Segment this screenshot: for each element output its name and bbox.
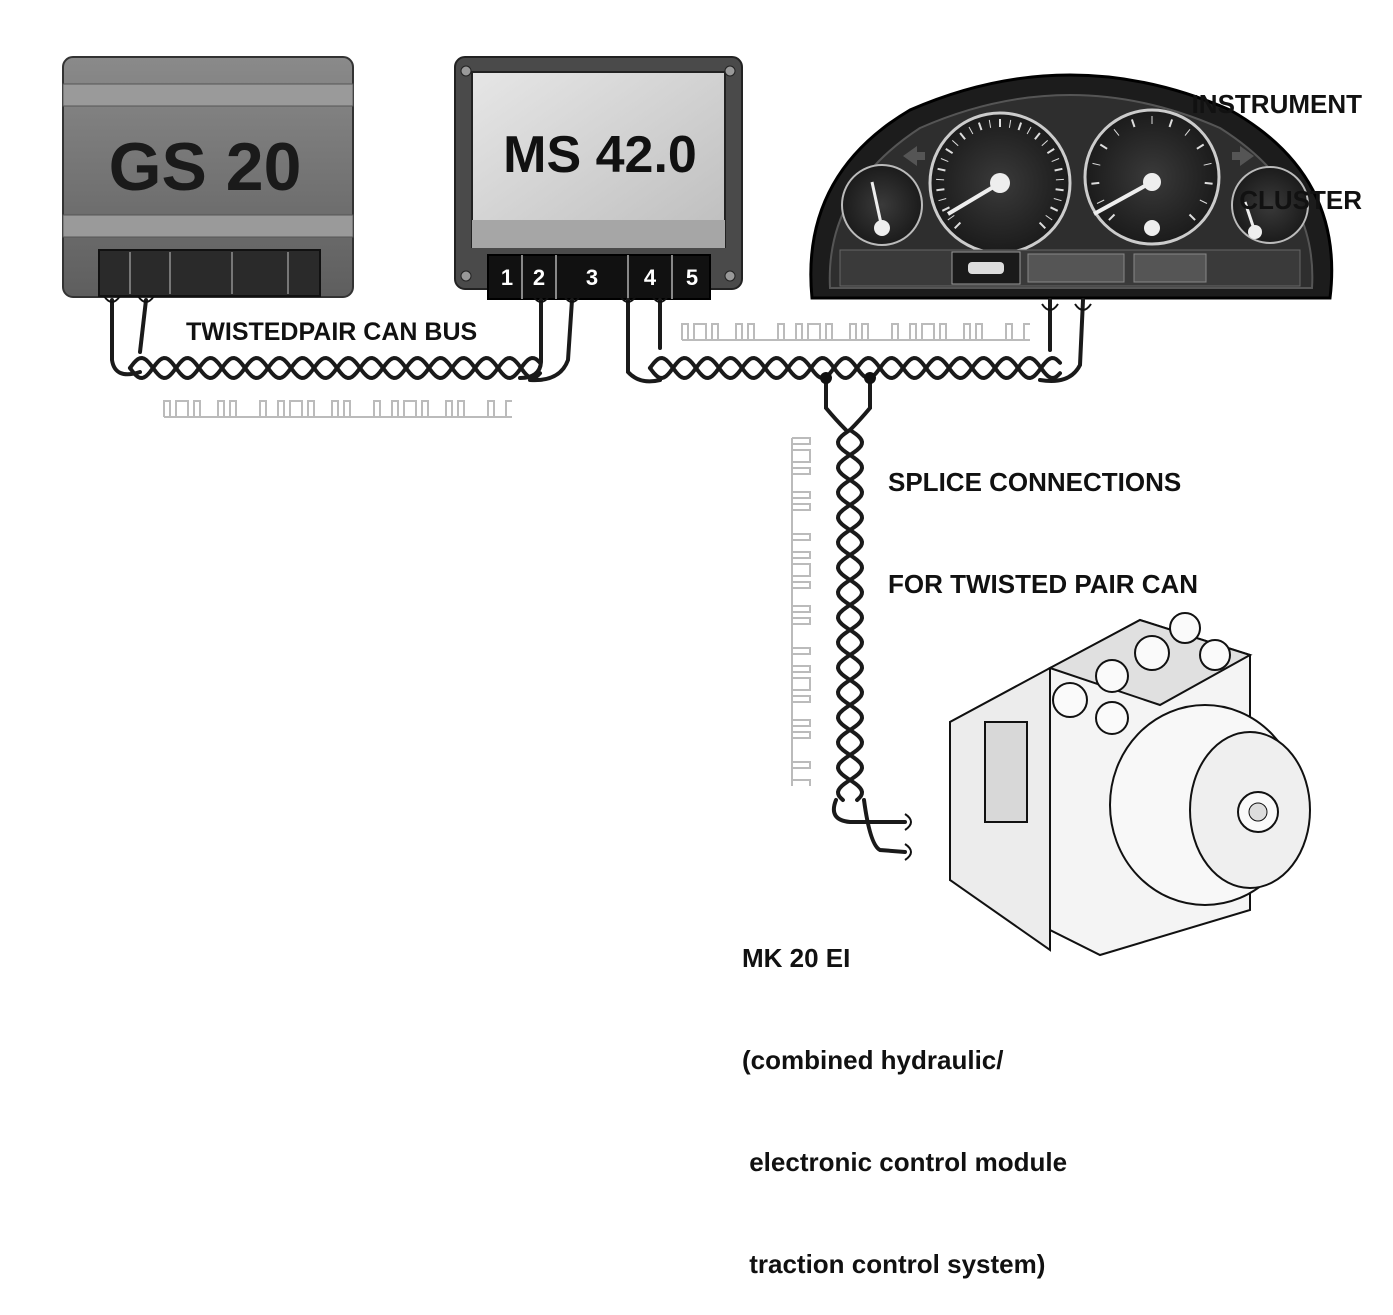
gauge-tick (1054, 167, 1063, 172)
ms420-pin-4: 4 (644, 265, 657, 290)
gauge-tick (1091, 181, 1100, 185)
gauge-tick (959, 132, 966, 140)
can-bus-wiring (110, 298, 1085, 854)
gauge-tick (940, 158, 949, 163)
gauge-tick (951, 140, 959, 147)
ms420-label: MS 42.0 (503, 126, 697, 184)
cluster-title-line2: CLUSTER (1239, 185, 1362, 215)
gauge-tick (941, 206, 950, 212)
gauge-tick (1008, 119, 1012, 128)
gauge-tick (1053, 198, 1062, 202)
turn-right-icon (1232, 146, 1254, 166)
gauge-tick (988, 119, 992, 128)
can-signal-pattern-left (163, 400, 512, 418)
gauge-tick (1017, 122, 1023, 131)
gauge-tick (1188, 213, 1196, 221)
gauge-tick (1045, 214, 1053, 221)
gauge-tick (936, 188, 945, 192)
gauge-tick (1055, 178, 1064, 181)
pump-motor (1109, 704, 1311, 906)
turn-left-icon (903, 146, 925, 166)
ms420-connector: 1 2 3 4 5 (487, 254, 711, 300)
can-signal-pattern-right (681, 323, 1030, 341)
gauge-tick (1055, 188, 1064, 192)
gs20-connector (98, 249, 321, 297)
cluster-title-line1: INSTRUMENT (1191, 89, 1362, 119)
gauge-tick (937, 167, 946, 172)
gauge-tick (1026, 126, 1032, 135)
gauge-tick (1108, 213, 1116, 221)
gauge-tick (1038, 221, 1047, 230)
gauge-tick (1051, 158, 1060, 163)
can-wire-low (648, 355, 1062, 381)
splice-label-line2: FOR TWISTED PAIR CAN (888, 569, 1199, 599)
gauge-tick (1199, 199, 1208, 204)
gs20-label: GS 20 (109, 129, 302, 205)
can-signal-pattern-vertical (791, 437, 811, 786)
splice-connector-right (864, 372, 876, 384)
temperature-gauge (1231, 166, 1309, 244)
gauge-tick (968, 126, 974, 135)
speedometer-gauge (928, 111, 1072, 255)
gauge-tick (945, 148, 954, 155)
gauge-tick (1041, 140, 1049, 147)
can-bus-diagram: GS 20 MS 42.0 1 2 3 4 5 (62, 56, 1334, 957)
gauge-tick (1050, 206, 1059, 212)
ms420-pin-1: 1 (501, 265, 513, 290)
mk20-hydraulic-unit (949, 612, 1311, 957)
gauge-tick (1034, 132, 1041, 140)
gauge-tick (1184, 128, 1191, 136)
ms420-pin-2: 2 (533, 265, 545, 290)
gauge-tick (1096, 199, 1105, 204)
gauge-tick (953, 221, 962, 230)
hydraulic-valve-plugs (1052, 612, 1231, 735)
splice-label: SPLICE CONNECTIONS FOR TWISTED PAIR CAN (888, 397, 1198, 635)
signal-trace (681, 323, 1030, 341)
gauge-tick (1204, 181, 1213, 185)
signal-trace (163, 400, 512, 418)
ms420-module: MS 42.0 1 2 3 4 5 (454, 56, 743, 300)
ms420-pin-5: 5 (686, 265, 698, 290)
gauge-tick (1203, 162, 1212, 166)
mk20-label-line3: electronic control module (742, 1147, 1068, 1177)
can-wire-high (835, 428, 865, 802)
ms420-pin-3: 3 (586, 265, 598, 290)
gauge-tick (938, 198, 947, 202)
gauge-tick (936, 178, 945, 181)
tachometer-gauge (1083, 108, 1221, 246)
gauge-tick (977, 122, 983, 131)
gs20-module: GS 20 (62, 56, 354, 298)
instrument-cluster (809, 73, 1334, 300)
signal-trace (791, 437, 811, 786)
gauge-tick (1168, 119, 1174, 128)
mk20-label-line1: MK 20 EI (742, 943, 851, 973)
fuel-gauge (841, 164, 923, 246)
gauge-tick (1196, 143, 1205, 150)
gauge-tick (1099, 143, 1108, 150)
gauge-tick (1113, 128, 1120, 136)
cluster-title: INSTRUMENT CLUSTER (1192, 24, 1362, 248)
can-bus-label: TWISTEDPAIR CAN BUS (186, 318, 478, 346)
mk20-label: MK 20 EI (combined hydraulic/ electronic… (742, 873, 1067, 1315)
gauge-tick (947, 214, 955, 221)
mk20-label-line2: (combined hydraulic/ (742, 1045, 1004, 1075)
splice-label-line1: SPLICE CONNECTIONS (888, 467, 1182, 497)
mk20-label-line4: traction control system) (742, 1249, 1046, 1279)
splice-connector-left (820, 372, 832, 384)
can-wire-low (835, 428, 865, 802)
pin-terminals (103, 295, 1092, 861)
cluster-display-strip (839, 249, 1301, 287)
gauge-tick (1130, 119, 1136, 128)
gauge-tick (1046, 148, 1055, 155)
gauge-tick (1092, 162, 1101, 166)
can-wire-low (128, 355, 542, 381)
